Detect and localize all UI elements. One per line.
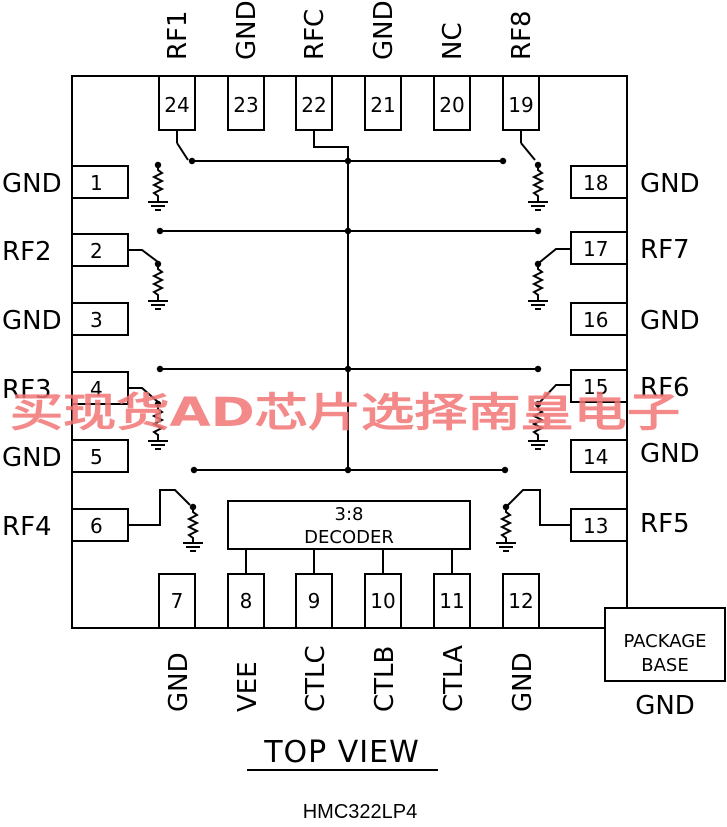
- pin-2-number: 2: [90, 239, 103, 263]
- pin-7-box: [158, 573, 196, 629]
- pin-1-number: 1: [90, 171, 103, 195]
- left-pin-boxes: [71, 165, 129, 542]
- pin-20-box: [433, 75, 471, 131]
- pin-2-box: [71, 233, 129, 267]
- pin-23-box: [227, 75, 265, 131]
- bottom-label-ctla: CTLA: [439, 645, 469, 712]
- package-base-line1: PACKAGE: [623, 631, 706, 652]
- bottom-label-ctlb: CTLB: [370, 646, 400, 712]
- package-base-line2: BASE: [641, 655, 688, 676]
- pin-15-number: 15: [583, 375, 608, 399]
- pin-1-box: [71, 165, 129, 199]
- pin-22-box: [295, 75, 333, 131]
- pin-17-number: 17: [583, 237, 608, 261]
- right-label-rf5: RF5: [640, 509, 690, 539]
- pin-4-number: 4: [90, 377, 103, 401]
- pin-5-box: [71, 439, 129, 473]
- left-label-rf3: RF3: [2, 375, 52, 405]
- bottom-pin-boxes: [158, 573, 540, 629]
- pin-3-number: 3: [90, 308, 103, 332]
- right-label-rf6: RF6: [640, 373, 690, 403]
- pin-11-number: 11: [439, 589, 464, 613]
- pin-14-box: [570, 439, 628, 473]
- pin-14-number: 14: [583, 445, 608, 469]
- bottom-label-vee: VEE: [233, 661, 263, 712]
- pin-16-number: 16: [583, 308, 608, 332]
- pin-11-box: [433, 573, 471, 629]
- pin-12-number: 12: [508, 589, 533, 613]
- top-label-rfc: RFC: [300, 9, 330, 60]
- bottom-label-ctlc: CTLC: [301, 645, 331, 712]
- left-label-rf4: RF4: [2, 512, 52, 542]
- pin-22-number: 22: [301, 93, 326, 117]
- top-label-rf1: RF1: [163, 10, 193, 60]
- watermark: 买现货AD芯片选择南皇电子: [10, 390, 680, 436]
- pin-21-box: [364, 75, 402, 131]
- pin-24-number: 24: [164, 93, 189, 117]
- pin-9-number: 9: [308, 589, 321, 613]
- pin-16-box: [570, 302, 628, 336]
- left-label-gnd-1: GND: [2, 169, 62, 199]
- pin-3-box: [71, 302, 129, 336]
- pin-13-box: [570, 508, 628, 542]
- pin-7-number: 7: [171, 589, 184, 613]
- pin-19-number: 19: [508, 93, 533, 117]
- pin-20-number: 20: [439, 93, 464, 117]
- part-number: HMC322LP4: [303, 801, 418, 823]
- left-label-rf2: RF2: [2, 237, 52, 267]
- top-label-rf8: RF8: [507, 10, 537, 60]
- right-label-gnd-16: GND: [640, 306, 700, 336]
- pin-5-number: 5: [90, 445, 103, 469]
- package-base-gnd: GND: [635, 691, 695, 721]
- pin-15-box: [570, 369, 628, 403]
- pin-18-box: [570, 165, 628, 199]
- top-label-nc: NC: [438, 22, 468, 60]
- bottom-label-gnd-7: GND: [164, 652, 194, 712]
- decoder-block: [227, 500, 471, 550]
- right-label-rf7: RF7: [640, 235, 690, 265]
- top-pin-boxes: [158, 75, 540, 131]
- view-title: TOP VIEW: [263, 735, 420, 770]
- top-label-gnd-23: GND: [232, 0, 262, 60]
- internal-wiring: [128, 130, 571, 574]
- pin-13-number: 13: [583, 514, 608, 538]
- pin-8-number: 8: [240, 589, 253, 613]
- pin-10-box: [364, 573, 402, 629]
- pin-10-number: 10: [370, 589, 395, 613]
- pin-18-number: 18: [583, 171, 608, 195]
- pin-19-box: [502, 75, 540, 131]
- bottom-label-gnd-12: GND: [508, 652, 538, 712]
- left-label-gnd-3: GND: [2, 306, 62, 336]
- decoder-label: DECODER: [304, 527, 394, 548]
- top-label-gnd-21: GND: [369, 0, 399, 60]
- right-label-gnd-14: GND: [640, 439, 700, 469]
- pin-9-box: [295, 573, 333, 629]
- left-label-gnd-5: GND: [2, 443, 62, 473]
- decoder-ratio: 3:8: [335, 504, 364, 525]
- pin-21-number: 21: [370, 93, 395, 117]
- right-label-gnd-18: GND: [640, 169, 700, 199]
- pin-23-number: 23: [233, 93, 258, 117]
- package-outline: [71, 75, 628, 629]
- right-pin-boxes: [570, 165, 628, 542]
- pin-6-box: [71, 508, 129, 542]
- package-base-box: [604, 607, 726, 682]
- pin-4-box: [71, 371, 129, 405]
- pin-6-number: 6: [90, 514, 103, 538]
- pin-12-box: [502, 573, 540, 629]
